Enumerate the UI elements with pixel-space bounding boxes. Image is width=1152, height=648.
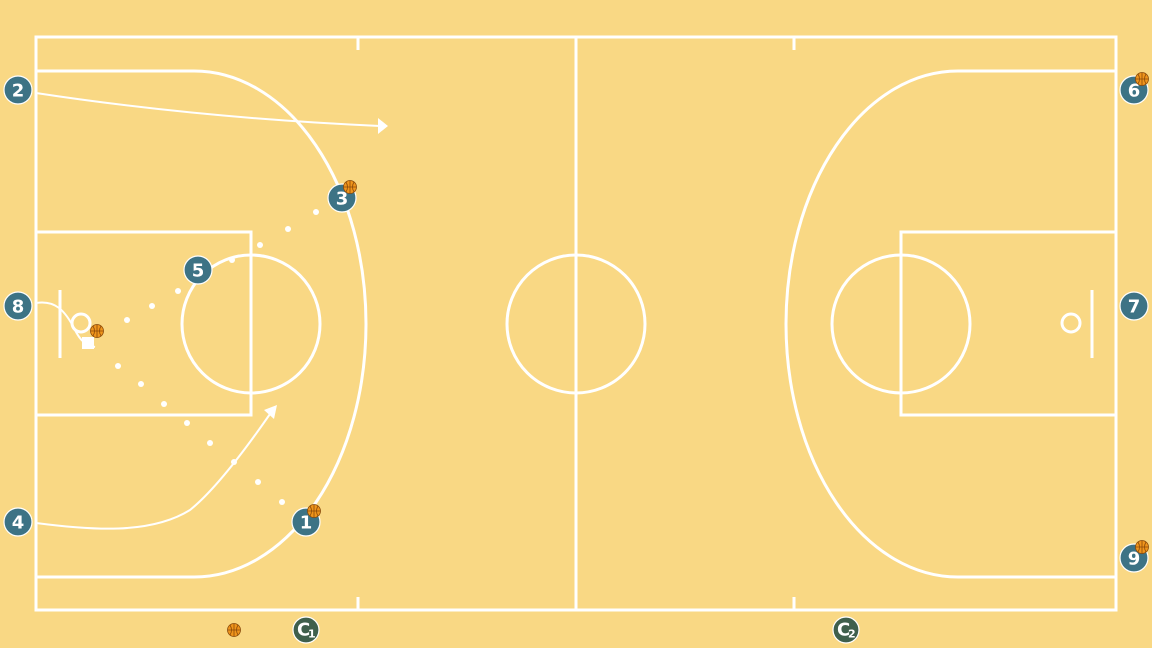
free-throw-circle-right	[830, 253, 972, 395]
pass-dot	[257, 242, 263, 248]
player-number: 1	[300, 513, 313, 534]
coach-1-marker[interactable]: C1	[292, 616, 320, 644]
balls-layer	[90, 324, 241, 637]
player-number: 7	[1128, 297, 1141, 318]
basketball-icon	[307, 504, 321, 518]
three-point-line-right	[784, 69, 1116, 579]
hoop-right	[1060, 312, 1082, 334]
pass-paths	[115, 209, 319, 505]
pass-dot	[285, 226, 291, 232]
player-4-marker[interactable]: 4	[3, 507, 33, 537]
pass-dot	[138, 381, 144, 387]
pass-dot	[175, 288, 181, 294]
pass-dot	[255, 479, 261, 485]
player-number: 3	[336, 189, 349, 210]
player-number: 6	[1128, 81, 1141, 102]
pass-dot	[229, 257, 235, 263]
basketball-icon	[1135, 540, 1149, 554]
player-5-marker[interactable]: 5	[183, 255, 213, 285]
center-circle	[505, 253, 647, 395]
pass-dot	[115, 363, 121, 369]
basketball-icon	[90, 324, 104, 338]
pass-dot	[184, 420, 190, 426]
player-2-marker[interactable]: 2	[3, 75, 33, 105]
player-number: 5	[192, 261, 205, 282]
basketball-icon	[227, 623, 241, 637]
coach-number: 1	[308, 628, 316, 641]
pass-dot	[161, 401, 167, 407]
pass-dot	[231, 459, 237, 465]
paint-left	[34, 230, 253, 417]
pass-dot	[149, 303, 155, 309]
player-8-marker[interactable]: 8	[3, 291, 33, 321]
arrowhead-icon	[378, 118, 388, 134]
player-number: 2	[12, 81, 25, 102]
pass-dot	[313, 209, 319, 215]
player-number: 4	[12, 513, 25, 534]
coach-letter: C	[837, 620, 850, 641]
player-number: 8	[12, 297, 25, 318]
player-number: 9	[1128, 549, 1141, 570]
arrowhead-icon	[264, 405, 277, 419]
basketball-icon	[343, 180, 357, 194]
three-point-line-left	[36, 69, 368, 579]
free-throw-circle-left	[180, 253, 322, 395]
player-7-marker[interactable]: 7	[1119, 291, 1149, 321]
pass-dot	[124, 317, 130, 323]
basketball-icon	[1135, 72, 1149, 86]
coach-2-marker[interactable]: C2	[832, 616, 860, 644]
coach-letter: C	[297, 620, 310, 641]
cut-path-player-2	[35, 92, 381, 127]
paint-right	[899, 230, 1118, 417]
pass-dot	[207, 440, 213, 446]
coach-number: 2	[848, 628, 856, 641]
players-layer: 2 3 5 8 4 1 6 7 9	[3, 72, 1149, 573]
pass-dot	[279, 499, 285, 505]
screen-marker	[82, 337, 94, 349]
cut-path-player-4	[35, 413, 271, 530]
